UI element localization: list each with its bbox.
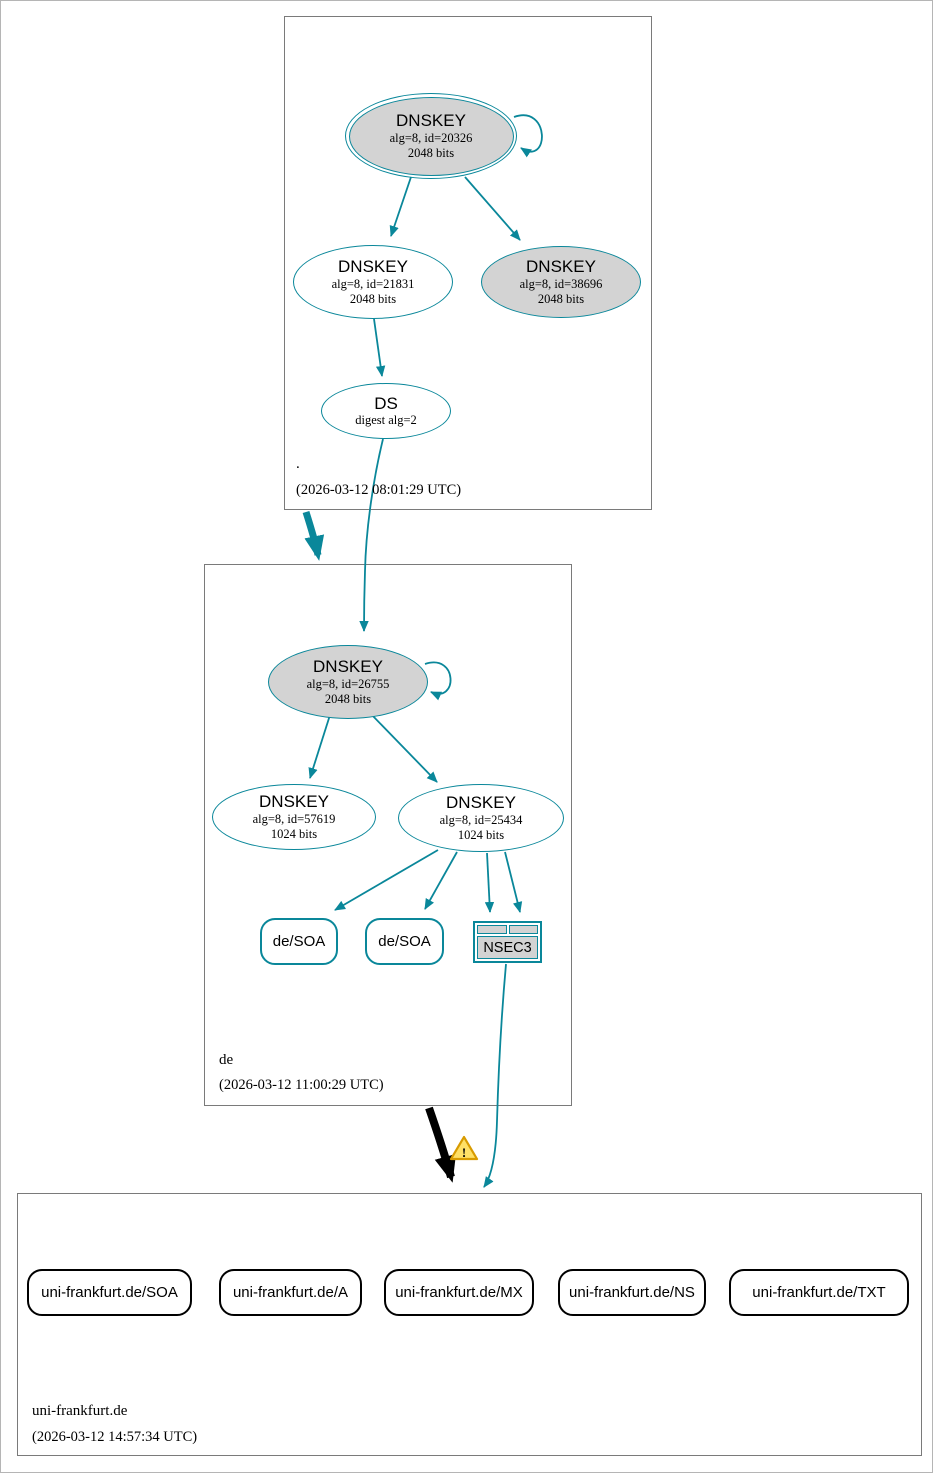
node-label: uni-frankfurt.de/SOA — [41, 1284, 178, 1301]
node-title: DNSKEY — [526, 257, 596, 277]
node-de-nsec3[interactable]: NSEC3 — [473, 921, 542, 963]
node-alg: alg=8, id=57619 — [252, 812, 336, 827]
edge-delegation-de-to-uni-frankfurt — [425, 1106, 456, 1183]
node-bits: 1024 bits — [270, 826, 318, 841]
zone-box-de — [204, 564, 572, 1106]
node-bits: 2048 bits — [537, 291, 585, 306]
zone-timestamp-uni-frankfurt: (2026-03-12 14:57:34 UTC) — [32, 1429, 198, 1445]
node-uni-frankfurt-ns[interactable]: uni-frankfurt.de/NS — [558, 1269, 706, 1316]
node-title: DNSKEY — [313, 657, 383, 677]
node-label: de/SOA — [378, 933, 431, 950]
node-root-dnskey-ksk-inner: DNSKEY alg=8, id=20326 2048 bits — [348, 96, 514, 176]
node-title: DNSKEY — [259, 792, 329, 812]
node-detail: digest alg=2 — [355, 413, 417, 428]
node-bits: 1024 bits — [457, 827, 505, 842]
node-alg: alg=8, id=25434 — [439, 813, 523, 828]
node-label: uni-frankfurt.de/A — [232, 1284, 349, 1301]
node-label: uni-frankfurt.de/TXT — [752, 1284, 886, 1301]
zone-label-de: de — [219, 1052, 234, 1068]
zone-box-root — [284, 16, 652, 510]
node-root-dnskey-38696[interactable]: DNSKEY alg=8, id=38696 2048 bits — [481, 246, 641, 318]
node-root-ds[interactable]: DS digest alg=2 — [321, 383, 451, 439]
node-uni-frankfurt-soa[interactable]: uni-frankfurt.de/SOA — [27, 1269, 192, 1316]
zone-timestamp-de: (2026-03-12 11:00:29 UTC) — [219, 1077, 384, 1093]
zone-timestamp-root: (2026-03-12 08:01:29 UTC) — [296, 482, 462, 498]
node-bits: 2048 bits — [324, 691, 372, 706]
node-root-dnskey-zsk[interactable]: DNSKEY alg=8, id=21831 2048 bits — [293, 245, 453, 319]
node-label: NSEC3 — [483, 939, 532, 956]
zone-box-uni-frankfurt — [17, 1193, 922, 1456]
zone-label-root: . — [296, 456, 300, 472]
nsec3-cell-left — [477, 925, 507, 934]
svg-text:!: ! — [462, 1145, 466, 1160]
warning-icon[interactable]: ! — [449, 1135, 479, 1161]
node-label: de/SOA — [272, 933, 326, 950]
node-title: DNSKEY — [396, 111, 466, 131]
node-uni-frankfurt-a[interactable]: uni-frankfurt.de/A — [219, 1269, 362, 1316]
node-de-dnskey-57619[interactable]: DNSKEY alg=8, id=57619 1024 bits — [212, 784, 376, 850]
node-alg: alg=8, id=20326 — [389, 131, 473, 146]
edge-delegation-root-to-de — [302, 510, 325, 561]
nsec3-label-cell: NSEC3 — [477, 936, 538, 959]
node-label: uni-frankfurt.de/MX — [395, 1284, 523, 1301]
node-uni-frankfurt-txt[interactable]: uni-frankfurt.de/TXT — [729, 1269, 909, 1316]
node-title: DS — [374, 393, 398, 413]
nsec3-header-cells — [477, 925, 538, 934]
node-de-dnskey-25434[interactable]: DNSKEY alg=8, id=25434 1024 bits — [398, 784, 564, 852]
node-label: uni-frankfurt.de/NS — [569, 1284, 695, 1301]
node-bits: 2048 bits — [349, 291, 397, 306]
node-alg: alg=8, id=21831 — [331, 277, 415, 292]
node-de-soa-1[interactable]: de/SOA — [260, 918, 338, 965]
node-title: DNSKEY — [338, 257, 408, 277]
nsec3-cell-right — [508, 925, 538, 934]
node-alg: alg=8, id=38696 — [519, 277, 603, 292]
node-de-dnskey-ksk[interactable]: DNSKEY alg=8, id=26755 2048 bits — [268, 645, 428, 719]
node-alg: alg=8, id=26755 — [306, 677, 390, 692]
node-title: DNSKEY — [446, 793, 516, 813]
node-bits: 2048 bits — [407, 145, 455, 160]
node-root-dnskey-ksk[interactable]: DNSKEY alg=8, id=20326 2048 bits — [345, 93, 517, 179]
zone-label-uni-frankfurt: uni-frankfurt.de — [32, 1403, 128, 1419]
node-uni-frankfurt-mx[interactable]: uni-frankfurt.de/MX — [384, 1269, 534, 1316]
node-de-soa-2[interactable]: de/SOA — [365, 918, 444, 965]
